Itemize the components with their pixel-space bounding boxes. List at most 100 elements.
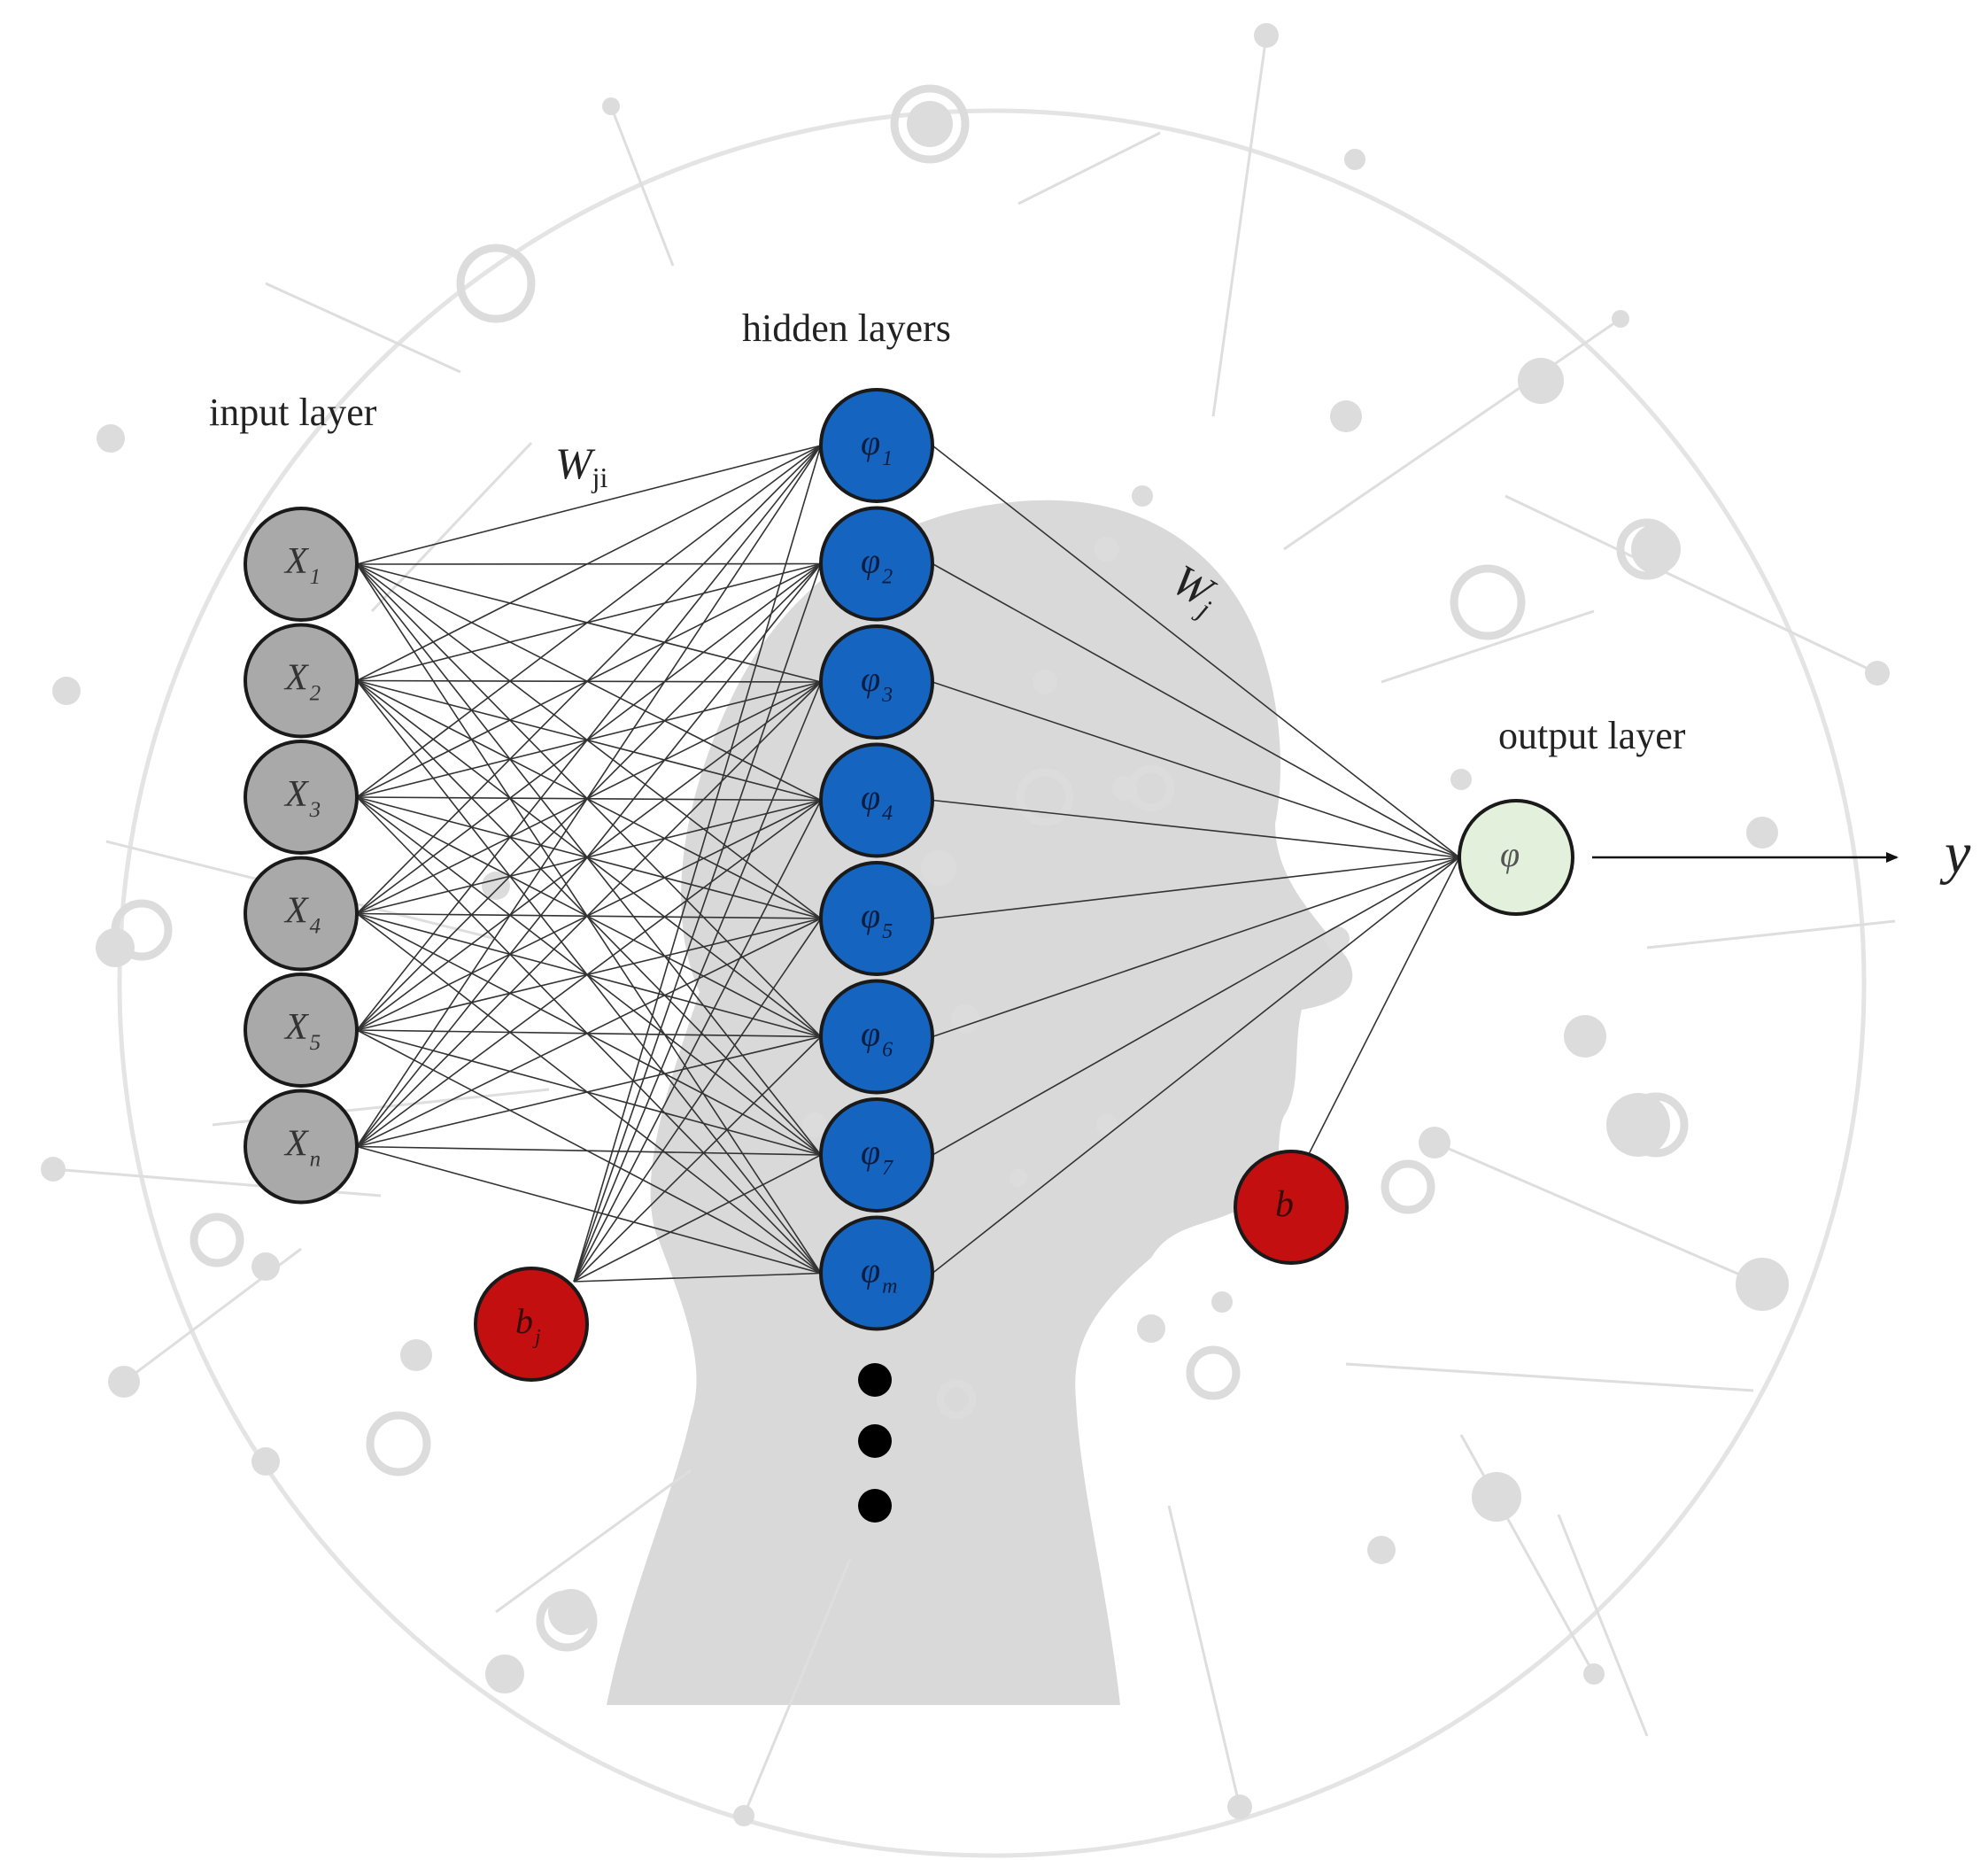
hidden-node-label-base: φ: [861, 422, 880, 462]
input-node-label-base: X: [283, 891, 310, 932]
weight-connection: [356, 445, 822, 1147]
output-layer-label: output layer: [1498, 714, 1686, 757]
output-bias-node-label: b: [1275, 1184, 1294, 1225]
weight-connection: [356, 796, 822, 1156]
input-node: X3: [244, 740, 359, 855]
hidden-node-label: φ6: [861, 1014, 893, 1062]
hidden-node-circle: [819, 1097, 934, 1213]
output-bias-node-circle: [1234, 1150, 1349, 1265]
input-node-label: X3: [283, 774, 321, 822]
input-node-label-sub: n: [310, 1148, 321, 1172]
input-node-circle: [244, 623, 359, 739]
weight-connection: [932, 445, 1460, 858]
hidden-node-label-base: φ: [861, 659, 880, 699]
weight-connection: [932, 562, 1460, 858]
weight-connection: [356, 679, 822, 802]
background-ring: [117, 108, 1867, 1858]
weight-input-hidden-sub: ji: [592, 461, 608, 493]
bias-connection: [573, 681, 822, 1283]
input-node-circle: [244, 973, 359, 1088]
bias-connection: [573, 1272, 822, 1283]
weight-connection: [356, 679, 822, 1038]
weight-connection: [356, 912, 822, 1038]
output-node-circle: [1458, 799, 1574, 916]
hidden-node: φ2: [819, 506, 934, 622]
hidden-node: φm: [819, 1215, 934, 1331]
weight-connection: [356, 1145, 822, 1156]
input-node-circle: [244, 740, 359, 855]
hidden-node-label-sub: m: [882, 1275, 897, 1298]
hidden-node-circle: [819, 624, 934, 740]
weight-connection: [932, 799, 1460, 858]
hidden-node-label: φ1: [861, 422, 893, 470]
input-node: X1: [244, 507, 359, 622]
weight-connection: [356, 796, 822, 919]
weight-connection: [356, 796, 822, 802]
input-node-label: X4: [283, 891, 321, 939]
hidden-bias-node: bj: [474, 1267, 589, 1382]
hidden-node-label-sub: 7: [882, 1157, 893, 1180]
hidden-node-label-base: φ: [861, 1251, 880, 1290]
output-node-label-base: φ: [1500, 834, 1520, 874]
hidden-node-label-sub: 5: [882, 920, 893, 943]
bias-connection: [573, 563, 822, 1283]
hidden-node-label-base: φ: [861, 1014, 880, 1054]
hidden-node: φ6: [819, 979, 934, 1095]
hidden-node-label: φ4: [861, 778, 893, 825]
hidden-bias-node-circle: [474, 1267, 589, 1382]
hidden-node-circle: [819, 388, 934, 503]
hidden-bias-node-label-sub: j: [532, 1326, 541, 1349]
hidden-node-label: φ5: [861, 895, 893, 943]
weight-connection: [356, 1029, 822, 1275]
weight-connection: [356, 563, 822, 683]
input-node-label-sub: 4: [310, 915, 321, 939]
output-node-label: φ: [1500, 834, 1520, 874]
hidden-node-label-sub: 3: [881, 684, 893, 707]
bias-connection: [573, 1035, 822, 1283]
input-node-circle: [244, 1089, 359, 1205]
weight-connection: [356, 679, 822, 1156]
weight-connection: [356, 1029, 822, 1038]
weight-connection: [356, 679, 822, 919]
input-node-label-sub: 3: [309, 798, 321, 822]
weight-connection: [356, 1035, 822, 1148]
hidden-node: φ4: [819, 742, 934, 858]
weight-connection: [356, 445, 822, 915]
weight-connection: [356, 445, 822, 798]
hidden-node-circle: [819, 506, 934, 622]
weight-input-hidden-base: W: [555, 438, 596, 488]
output-bias-node: b: [1234, 1150, 1349, 1265]
hidden-node-label: φm: [861, 1251, 897, 1298]
hidden-node: φ1: [819, 388, 934, 503]
input-node-label: X2: [283, 658, 321, 706]
input-layer-label: input layer: [209, 391, 377, 434]
ellipsis-dots-icon: [858, 1363, 892, 1523]
bias-connection: [1308, 856, 1460, 1155]
output-y-label: y: [1939, 821, 1971, 886]
hidden-node-circle: [819, 979, 934, 1095]
weight-connection: [932, 856, 1460, 919]
hidden-layers-label: hidden layers: [742, 306, 951, 350]
weight-input-hidden-label: Wji: [555, 438, 608, 493]
hidden-node: φ3: [819, 624, 934, 740]
weight-connection: [356, 563, 822, 919]
input-node-label: Xn: [283, 1124, 321, 1172]
input-node-circle: [244, 856, 359, 972]
input-node: Xn: [244, 1089, 359, 1205]
weight-connection: [932, 856, 1460, 1156]
hidden-node-label-sub: 6: [882, 1039, 893, 1062]
input-node-label-base: X: [283, 1124, 310, 1165]
weight-connection: [356, 445, 822, 682]
hidden-node-circle: [819, 742, 934, 858]
hidden-node-label: φ3: [861, 659, 893, 707]
hidden-node-label-sub: 4: [882, 802, 893, 825]
hidden-bias-node-label: bj: [515, 1301, 541, 1349]
weight-connection: [356, 562, 822, 565]
input-node-label-sub: 5: [310, 1031, 321, 1055]
bias-connection: [573, 918, 822, 1283]
weight-connection: [356, 912, 822, 1156]
input-node-label: X5: [283, 1007, 321, 1055]
output-bias-node-label-base: b: [1275, 1184, 1294, 1225]
hidden-node-label: φ2: [861, 541, 893, 589]
